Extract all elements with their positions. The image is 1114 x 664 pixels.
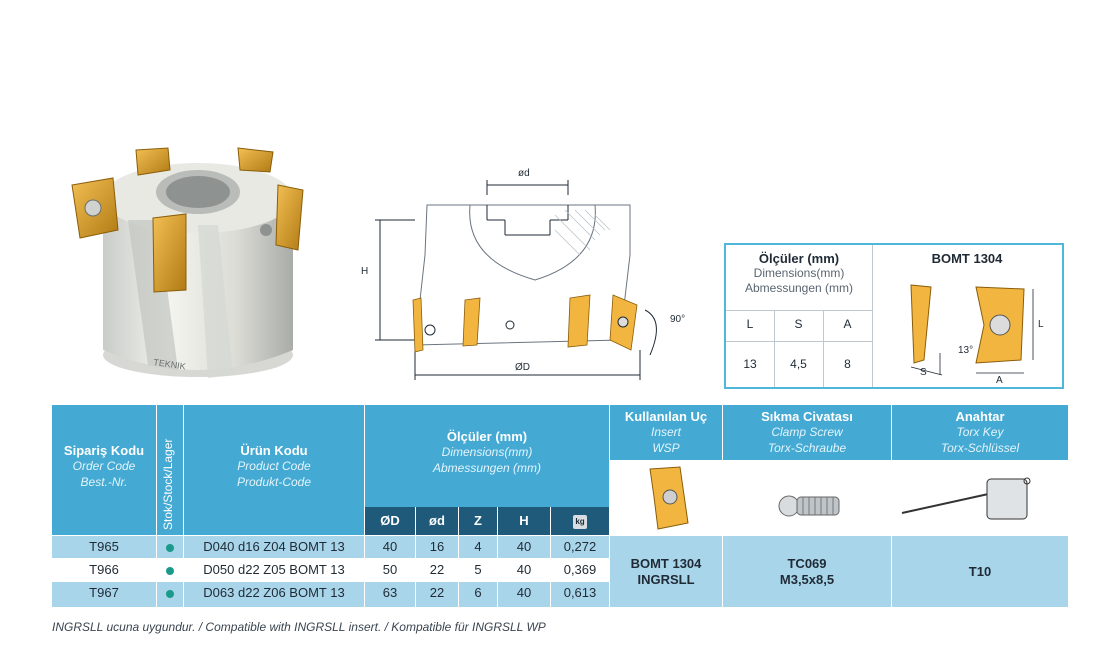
dimbox-col-L: L [746, 317, 754, 331]
cell-H: 40 [498, 582, 550, 607]
dimbox-col-A: A [843, 317, 852, 331]
header-dimensions: Ölçüler (mm) Dimensions(mm) Abmessungen … [365, 405, 609, 507]
dimbox-col-S: S [794, 317, 803, 331]
insert-value-cell: BOMT 1304 INGRSLL [610, 536, 722, 607]
cell-D: 63 [365, 582, 415, 607]
screw-value-cell: TC069 M3,5x8,5 [723, 536, 891, 607]
key-value-cell: T10 [892, 536, 1068, 607]
cell-d: 22 [416, 582, 458, 607]
dimbox-val-A: 8 [844, 357, 851, 371]
milling-cutter-image: TEKNIK [71, 147, 304, 378]
cell-weight: 0,272 [551, 536, 609, 558]
subheader-d: ød [416, 507, 458, 535]
in-stock-dot [166, 589, 174, 598]
footnote: INGRSLL ucuna uygundur. / Compatible wit… [52, 620, 546, 634]
cell-d: 16 [416, 536, 458, 558]
cell-Z: 5 [459, 559, 497, 581]
product-table: Sipariş Kodu Order Code Best.-Nr. Stok/S… [52, 405, 1068, 610]
subheader-H: H [498, 507, 550, 535]
dimbox-sub2: Abmessungen (mm) [744, 281, 854, 295]
dim-angle-label: 90° [670, 314, 685, 325]
cell-H: 40 [498, 536, 550, 558]
dimbox-val-L: 13 [743, 357, 757, 371]
product-code-cell: D050 d22 Z05 BOMT 13 [184, 559, 364, 581]
dim-D-label: ØD [515, 362, 530, 373]
cell-d: 22 [416, 559, 458, 581]
cell-D: 40 [365, 536, 415, 558]
dim-od-label: ød [518, 168, 530, 179]
header-order-code: Sipariş Kodu Order Code Best.-Nr. [52, 405, 156, 535]
cell-D: 50 [365, 559, 415, 581]
torx-key-image [892, 461, 1068, 535]
in-stock-dot [166, 543, 174, 552]
insert-diagram: 13° S L A [910, 284, 1044, 385]
order-code-cell: T965 [52, 536, 156, 558]
product-code-cell: D040 d16 Z04 BOMT 13 [184, 536, 364, 558]
insert-l-label: L [1038, 319, 1044, 330]
cell-Z: 6 [459, 582, 497, 607]
insert-a-label: A [996, 375, 1003, 385]
dim-h-label: H [361, 266, 368, 277]
header-clamp-screw: Sıkma Civatası Clamp Screw Torx-Schraube [723, 405, 891, 460]
clamp-screw-image [723, 461, 891, 535]
insert-image [610, 461, 722, 535]
cell-weight: 0,369 [551, 559, 609, 581]
stock-indicator [157, 582, 183, 607]
cell-H: 40 [498, 559, 550, 581]
subheader-Z: Z [459, 507, 497, 535]
in-stock-dot [166, 566, 174, 575]
insert-angle-label: 13° [958, 345, 973, 356]
cell-weight: 0,613 [551, 582, 609, 607]
insert-dimensions-box: Ölçüler (mm) Dimensions(mm) Abmessungen … [724, 243, 1064, 389]
technical-drawing: ød H ØD 90° [361, 168, 685, 380]
dimbox-sub1: Dimensions(mm) [753, 266, 845, 280]
stock-indicator [157, 559, 183, 581]
subheader-weight: kg [551, 507, 609, 535]
insert-s-label: S [920, 367, 927, 378]
brand-mark: TEKNIK [153, 357, 187, 371]
order-code-cell: T967 [52, 582, 156, 607]
dimbox-val-S: 4,5 [790, 357, 807, 371]
subheader-D: ØD [365, 507, 415, 535]
header-insert: Kullanılan Uç Insert WSP [610, 405, 722, 460]
header-torx-key: Anahtar Torx Key Torx-Schlüssel [892, 405, 1068, 460]
header-product-code: Ürün Kodu Product Code Produkt-Code [184, 405, 364, 535]
cell-Z: 4 [459, 536, 497, 558]
header-stock: Stok/Stock/Lager [157, 405, 183, 535]
order-code-cell: T966 [52, 559, 156, 581]
product-code-cell: D063 d22 Z06 BOMT 13 [184, 582, 364, 607]
insert-title: BOMT 1304 [931, 251, 1003, 266]
stock-indicator [157, 536, 183, 558]
dimbox-title: Ölçüler (mm) [758, 251, 840, 266]
weight-kg-icon: kg [573, 514, 587, 529]
